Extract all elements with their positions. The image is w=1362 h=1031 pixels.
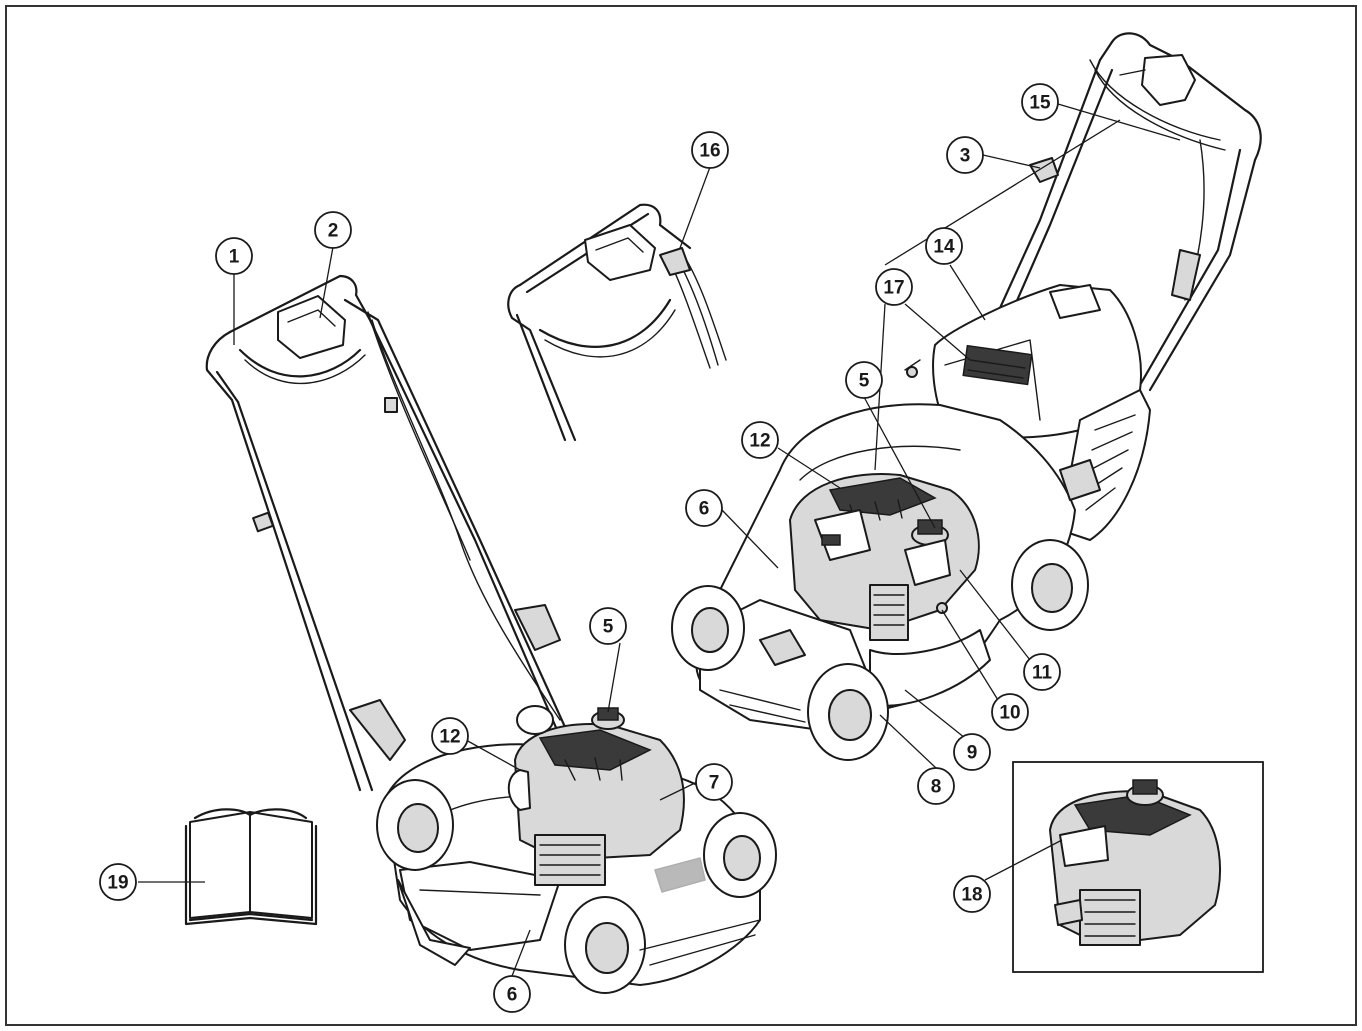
callout-label: 11 xyxy=(1032,663,1053,684)
callout-label: 1 xyxy=(229,247,240,268)
callout-3: 3 xyxy=(946,136,984,174)
callout-label: 17 xyxy=(883,278,904,299)
callout-2: 2 xyxy=(314,211,352,249)
callout-16: 16 xyxy=(691,131,729,169)
callout-12-left: 12 xyxy=(431,717,469,755)
callout-5-right: 5 xyxy=(845,361,883,399)
callout-1: 1 xyxy=(215,237,253,275)
callout-15: 15 xyxy=(1021,83,1059,121)
callout-label: 3 xyxy=(960,146,971,167)
left-mower-illustration xyxy=(205,274,777,994)
callout-10: 10 xyxy=(991,693,1029,731)
callout-label: 6 xyxy=(699,499,710,520)
callout-label: 18 xyxy=(961,885,982,906)
callout-label: 8 xyxy=(931,777,942,798)
callout-19: 19 xyxy=(99,863,137,901)
callout-label: 19 xyxy=(107,873,128,894)
callout-11: 11 xyxy=(1023,653,1061,691)
callout-14: 14 xyxy=(925,227,963,265)
outer-border xyxy=(5,5,1357,1026)
callout-label: 12 xyxy=(439,727,460,748)
callout-8: 8 xyxy=(917,767,955,805)
callout-5-left: 5 xyxy=(589,607,627,645)
callout-label: 2 xyxy=(328,221,339,242)
handle-detail-illustration xyxy=(507,203,727,442)
book-icon xyxy=(184,808,318,926)
callout-6-right: 6 xyxy=(685,489,723,527)
callout-label: 15 xyxy=(1029,93,1051,114)
callout-18: 18 xyxy=(953,875,991,913)
callout-label: 14 xyxy=(933,237,955,258)
callout-12-right: 12 xyxy=(741,421,779,459)
callout-label: 9 xyxy=(967,743,978,764)
callout-7: 7 xyxy=(695,763,733,801)
callout-label: 5 xyxy=(859,371,870,392)
right-mower-illustration xyxy=(671,32,1262,761)
engine-inset-detail xyxy=(1012,761,1264,973)
callout-label: 6 xyxy=(507,985,518,1006)
callout-label: 16 xyxy=(699,141,720,162)
leader-lines xyxy=(138,103,1181,977)
callout-9: 9 xyxy=(953,733,991,771)
callout-label: 12 xyxy=(749,431,770,452)
callout-label: 10 xyxy=(999,703,1020,724)
callout-17: 17 xyxy=(875,268,913,306)
callout-6-left: 6 xyxy=(493,975,531,1013)
callout-label: 5 xyxy=(603,617,614,638)
callout-label: 7 xyxy=(709,773,720,794)
